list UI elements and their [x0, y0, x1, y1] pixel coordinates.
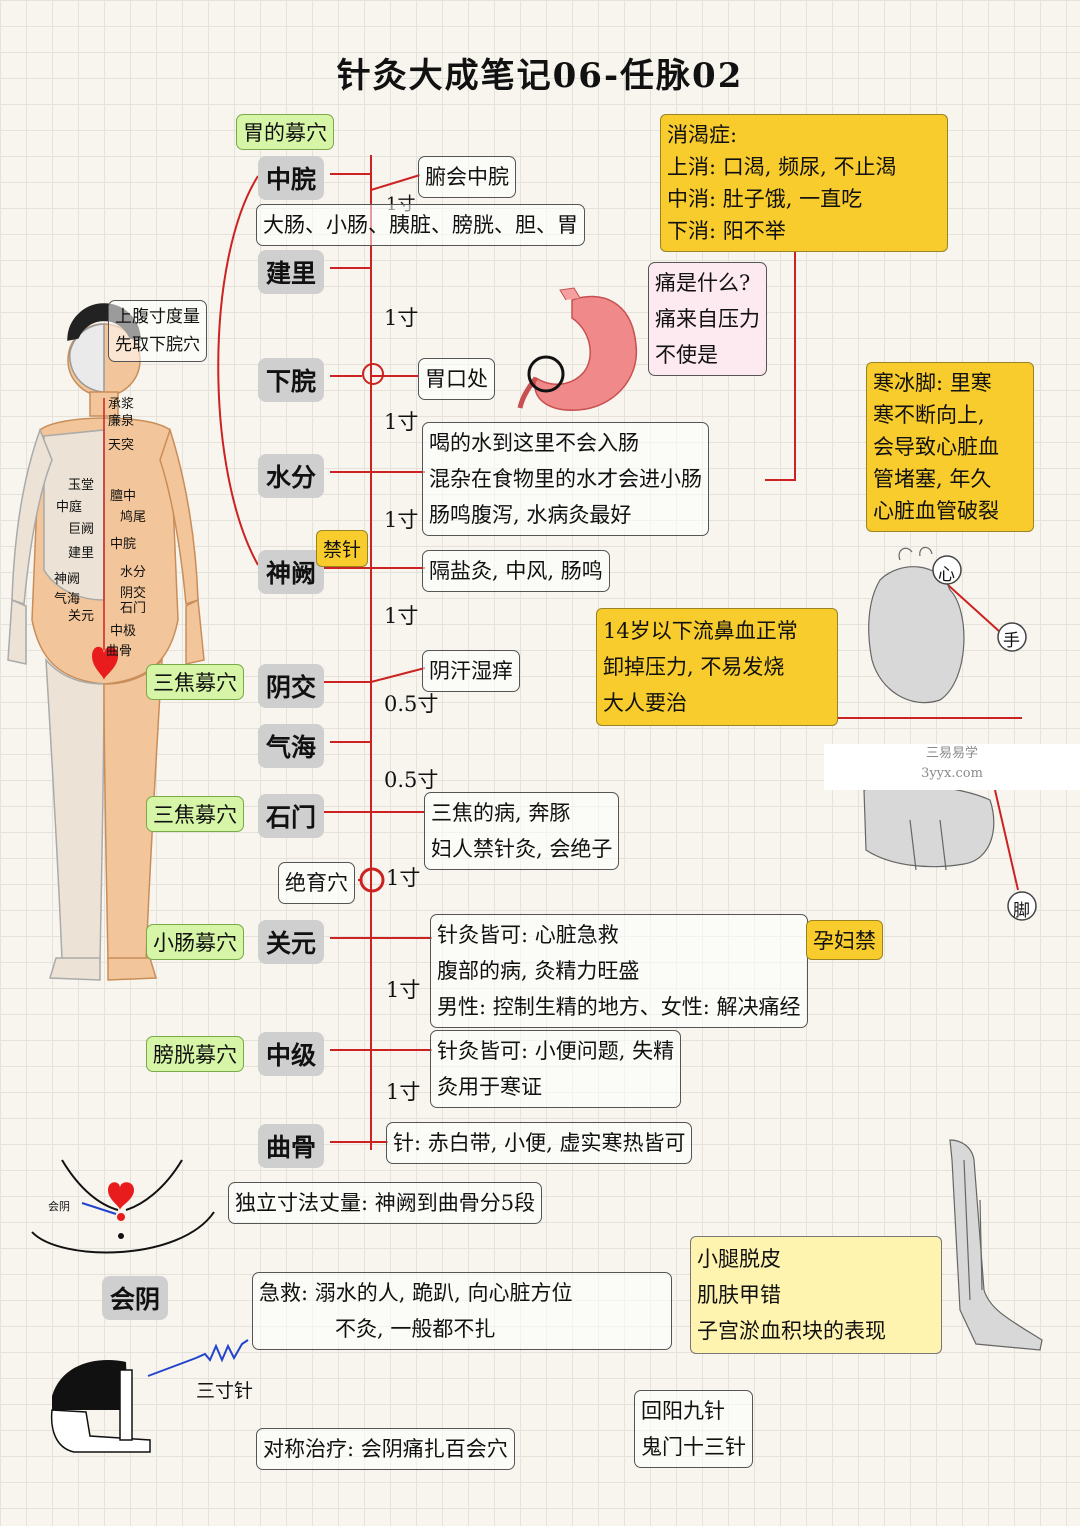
callout-hanbing: 寒冰脚: 里寒 寒不断向上, 会导致心脏血 管堵塞, 年久 心脏血管破裂: [866, 362, 1034, 532]
figure-label-qugu: 曲骨: [106, 644, 133, 659]
heart-marker: [92, 646, 118, 680]
point-huiyin: 会阴: [102, 1276, 169, 1320]
figure-label-zhongwan: 中脘: [110, 537, 137, 552]
mu-label-pangguang: 膀胱募穴: [146, 1036, 244, 1072]
badge-yunfu: 孕妇禁: [806, 920, 883, 960]
point-shimen: 石门: [258, 794, 325, 838]
figure-label-shimen: 石门: [120, 601, 147, 616]
note-duli: 独立寸法丈量: 神阙到曲骨分5段: [228, 1182, 543, 1224]
figure-label-jianli: 建里: [68, 546, 95, 561]
callout-bixue: 14岁以下流鼻血正常 卸掉压力, 不易发烧 大人要治: [596, 608, 838, 726]
page-title: 针灸大成笔记06-任脉02: [336, 56, 744, 96]
heart-label: 心: [938, 565, 955, 585]
note-qugu: 针: 赤白带, 小便, 虚实寒热皆可: [386, 1122, 693, 1164]
callout-tong: 痛是什么? 痛来自压力 不使是: [648, 262, 767, 376]
figure-label-shenque: 神阙: [54, 572, 81, 587]
note-shimen: 三焦的病, 奔豚 妇人禁针灸, 会绝子: [424, 792, 620, 870]
distance-8: 1寸: [386, 866, 421, 890]
huiyin-sketch: [31, 1159, 215, 1254]
mu-label-xiaochang: 小肠募穴: [146, 924, 244, 960]
note-huiyin-aid: 急救: 溺水的人, 跪趴, 向心脏方位 不灸, 一般都不扎: [252, 1272, 672, 1350]
point-shuifen: 水分: [258, 454, 325, 498]
figure-label-shuifen: 水分: [120, 565, 147, 580]
point-yinjiao: 阴交: [258, 664, 325, 708]
callout-xiaoke: 消渴症: 上消: 口渴, 频尿, 不止渴 中消: 肚子饿, 一直吃 下消: 阳不…: [660, 114, 948, 252]
mu-label-sanjiao-1: 三焦募穴: [146, 664, 244, 700]
note-huiyang: 回阳九针 鬼门十三针: [634, 1390, 753, 1468]
note-shenque: 隔盐灸, 中风, 肠鸣: [422, 550, 610, 592]
point-shenque: 神阙: [258, 550, 325, 594]
callout-xiaotui: 小腿脱皮 肌肤甲错 子宫淤血积块的表现: [690, 1236, 942, 1354]
distance-5: 1寸: [384, 604, 419, 628]
note-jueyu: 绝育穴: [278, 862, 355, 904]
distance-7: 0.5寸: [384, 768, 439, 792]
distance-4: 1寸: [384, 508, 419, 532]
figure-label-zhongji: 中极: [110, 624, 137, 639]
point-zhongji: 中级: [258, 1032, 325, 1076]
note-fuhui: 腑会中脘: [418, 156, 516, 198]
huiyin-sketch-label: 会阴: [48, 1200, 70, 1213]
figure-label-juque: 巨阙: [68, 522, 95, 537]
figure-label-lianquan: 廉泉: [108, 414, 135, 429]
human-figure: [7, 303, 205, 981]
figure-label-yutang: 玉堂: [68, 478, 95, 493]
watermark: 三易易学 3yyx.com: [824, 744, 1080, 790]
distance-2: 1寸: [384, 306, 419, 330]
distance-6: 0.5寸: [384, 692, 439, 716]
foot-label: 脚: [1013, 901, 1030, 921]
figure-label-chengjiang: 承浆: [108, 397, 135, 412]
figure-label-yinjiao: 阴交: [120, 586, 147, 601]
figure-label-zhongting: 中庭: [56, 500, 83, 515]
figure-label-qihai: 气海: [54, 592, 81, 607]
badge-jinzhen: 禁针: [316, 530, 369, 567]
figure-label-danzhong: 膻中: [110, 489, 137, 504]
point-qihai: 气海: [258, 724, 325, 768]
note-organs: 大肠、小肠、胰脏、膀胱、胆、胃: [256, 204, 585, 246]
note-shuifen: 喝的水到这里不会入肠 混杂在食物里的水才会进小肠 肠鸣腹泻, 水病灸最好: [422, 422, 709, 536]
hand-label: 手: [1003, 631, 1020, 651]
mu-label-sanjiao-2: 三焦募穴: [146, 796, 244, 832]
heart-anatomy-marker: [932, 555, 1037, 921]
figure-label-guanyuan: 关元: [68, 609, 95, 624]
distance-10: 1寸: [386, 1080, 421, 1104]
mu-label-wei: 胃的募穴: [236, 114, 334, 150]
note-yinjiao: 阴汗湿痒: [422, 650, 520, 692]
note-weikou: 胃口处: [418, 358, 495, 400]
label-sancun: 三寸针: [196, 1380, 254, 1402]
note-zhongji: 针灸皆可: 小便问题, 失精 灸用于寒证: [430, 1030, 682, 1108]
point-qugu: 曲骨: [258, 1124, 325, 1168]
point-jianli: 建里: [258, 250, 325, 294]
kneeling-figure: [50, 1339, 249, 1453]
note-upper-measure: 上腹寸度量 先取下脘穴: [108, 300, 207, 362]
stomach-illustration: [517, 287, 638, 411]
point-xiawan: 下脘: [258, 358, 325, 402]
point-guanyuan: 关元: [258, 920, 325, 964]
anatomy-sketch: [863, 546, 1043, 1351]
distance-9: 1寸: [386, 978, 421, 1002]
note-guanyuan: 针灸皆可: 心脏急救 腹部的病, 灸精力旺盛 男性: 控制生精的地方、女性: 解…: [430, 914, 808, 1028]
point-zhongwan: 中脘: [258, 156, 325, 200]
figure-label-tiantu: 天突: [108, 438, 135, 453]
note-duicheng: 对称治疗: 会阴痛扎百会穴: [256, 1428, 515, 1470]
figure-label-jiuwei: 鸠尾: [120, 510, 147, 525]
distance-3: 1寸: [384, 410, 419, 434]
